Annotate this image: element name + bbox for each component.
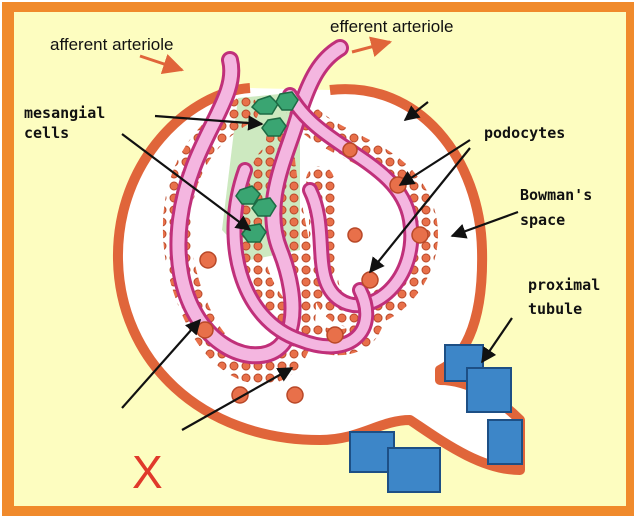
mesangial-label-line1: mesangial [24,104,105,122]
bowmans-space-label-line1: Bowman's [520,186,592,204]
mesangial-label-line2: cells [24,124,69,142]
proximal-tubule-label-line2: tubule [528,300,582,318]
bowmans-space-label-line2: space [520,211,565,229]
podocytes-label: podocytes [484,124,565,142]
proximal-tubule-label-line1: proximal [528,276,600,294]
afferent-arteriole-label: afferent arteriole [50,35,173,54]
efferent-arteriole-label: efferent arteriole [330,17,453,36]
unknown-structure-marker: X [132,446,163,498]
